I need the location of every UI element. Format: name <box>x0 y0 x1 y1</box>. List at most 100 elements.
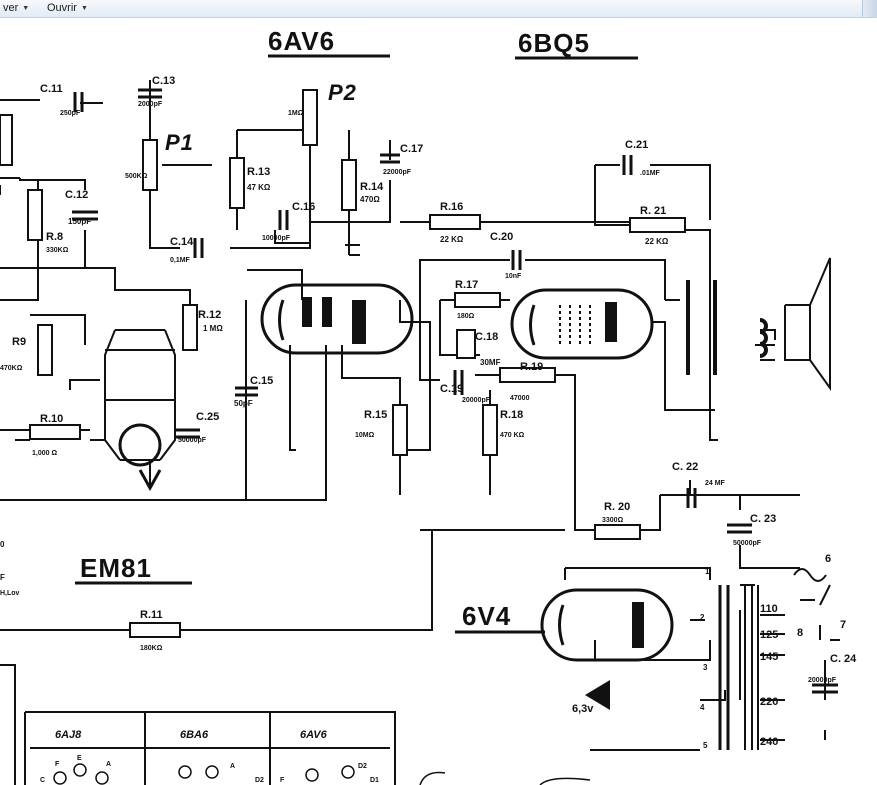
pot-label-p1: P1 <box>165 130 194 155</box>
value-c12: 150pF <box>68 217 91 226</box>
value-r20: 3300Ω <box>602 517 624 524</box>
tube-label-em81: EM81 <box>80 553 152 583</box>
transformer-tap-125: 125 <box>760 629 778 641</box>
chevron-down-icon: ▼ <box>80 5 88 12</box>
pin-6aj8-c: C <box>40 777 45 784</box>
value-c14: 0,1MF <box>170 257 191 264</box>
value-r9: 470KΩ <box>0 365 23 372</box>
transformer-pin-5: 5 <box>703 741 708 750</box>
pin-6av6-d2-left: D2 <box>255 777 264 784</box>
label-c11: C.11 <box>40 83 63 95</box>
transformer-tap-145: 145 <box>760 651 778 663</box>
cap-c12 <box>72 210 98 221</box>
cap-c14 <box>193 238 204 258</box>
cap-c25 <box>176 428 200 439</box>
value-p1: 500KΩ <box>125 173 148 180</box>
transformer-pin-2: 2 <box>700 613 705 622</box>
left-edge-lov: H,Lov <box>0 590 20 597</box>
resistor-r21 <box>629 217 686 233</box>
tube-6av6-envelope <box>260 283 414 355</box>
resistor-r14 <box>341 159 357 211</box>
toolbar-edge <box>862 0 877 17</box>
label-r9: R9 <box>12 336 26 348</box>
pin-6ba6-a: A <box>230 763 235 770</box>
left-edge-f: F <box>0 573 5 582</box>
power-transformer <box>718 585 730 750</box>
resistor-r11 <box>129 622 181 638</box>
value-r10: 1,000 Ω <box>32 450 57 457</box>
ground-arrow-icon <box>138 469 162 492</box>
value-c13: 2000pF <box>138 101 163 108</box>
pinout-sockets <box>53 763 591 785</box>
value-c16: 10000pF <box>262 235 291 242</box>
transformer-pin-4: 4 <box>700 703 705 712</box>
pin-6av6-d2: D2 <box>358 763 367 770</box>
capacitors <box>72 88 838 694</box>
transformer-tap-110: 110 <box>760 603 778 615</box>
label-r13: R.13 <box>247 166 270 178</box>
tube-em81-eye <box>118 423 162 467</box>
cap-c11 <box>73 92 84 112</box>
cap-c23 <box>727 523 752 534</box>
toolbar-menu-save[interactable]: ver▼ <box>3 1 29 15</box>
tube-label-6v4: 6V4 <box>462 601 511 631</box>
toolbar-menu-open-label: Ouvrir <box>47 2 77 14</box>
pin-6aj8-e: E <box>77 755 82 762</box>
pin-6aj8-a: A <box>106 761 111 768</box>
transformer-tap-220: 220 <box>760 696 778 708</box>
value-c15: 50pF <box>234 399 253 408</box>
tube-label-6av6: 6AV6 <box>268 26 335 56</box>
cap-c13 <box>138 88 162 99</box>
toolbar: ver▼ Ouvrir▼ <box>0 0 877 18</box>
cap-c16 <box>278 210 289 230</box>
resistor-r20 <box>594 524 641 540</box>
value-c24: 20000pF <box>808 677 837 684</box>
toolbar-menu-open[interactable]: Ouvrir▼ <box>47 1 88 15</box>
label-r8: R.8 <box>46 231 63 243</box>
left-edge-digit: 0 <box>0 540 5 549</box>
resistor-r10 <box>29 424 81 440</box>
value-r11: 180KΩ <box>140 645 163 652</box>
value-p2: 1MΩ <box>288 110 304 117</box>
transformer-pin-1: 1 <box>705 567 710 576</box>
label-c25: C.25 <box>196 411 219 423</box>
resistor-r16 <box>429 214 481 230</box>
label-c22: C. 22 <box>672 461 698 473</box>
label-r14: R.14 <box>360 181 384 193</box>
cap-c19 <box>453 370 464 395</box>
label-c12: C.12 <box>65 189 88 201</box>
transformer-tap-240: 240 <box>760 736 778 748</box>
label-c21: C.21 <box>625 139 648 151</box>
cap-c21 <box>622 155 633 175</box>
pin-6av6-f: F <box>280 777 285 784</box>
value-c11: 250pF <box>60 110 81 117</box>
cap-c17 <box>380 153 400 164</box>
value-c23: 50000pF <box>733 540 762 547</box>
resistor-r18 <box>482 404 498 456</box>
label-r16: R.16 <box>440 201 463 213</box>
cap-c15 <box>235 386 258 397</box>
cap-c22 <box>686 488 697 508</box>
table-header-6ba6: 6BA6 <box>180 729 209 741</box>
cap-c20 <box>511 250 522 270</box>
label-c13: C.13 <box>152 75 175 87</box>
label-c24: C. 24 <box>830 653 857 665</box>
resistor-r9 <box>37 324 53 376</box>
value-r16: 22 KΩ <box>440 235 464 244</box>
label-c23: C. 23 <box>750 513 776 525</box>
tube-label-6bq5: 6BQ5 <box>518 28 590 58</box>
value-r12: 1 MΩ <box>203 324 223 333</box>
resistor-r15 <box>392 404 408 456</box>
resistor-r8 <box>27 189 43 241</box>
pot-p2 <box>302 89 318 146</box>
label-c16: C.16 <box>292 201 315 213</box>
value-c20: 10nF <box>505 273 522 280</box>
value-r18: 470 KΩ <box>500 432 525 439</box>
pin-6av6-d1: D1 <box>370 777 379 784</box>
value-c18: 30MF <box>480 358 501 367</box>
value-r17: 180Ω <box>457 313 475 320</box>
heater-arrow-icon <box>585 680 610 710</box>
label-c17: C.17 <box>400 143 423 155</box>
resistor-r13 <box>229 157 245 209</box>
label-r19: R.19 <box>520 361 543 373</box>
